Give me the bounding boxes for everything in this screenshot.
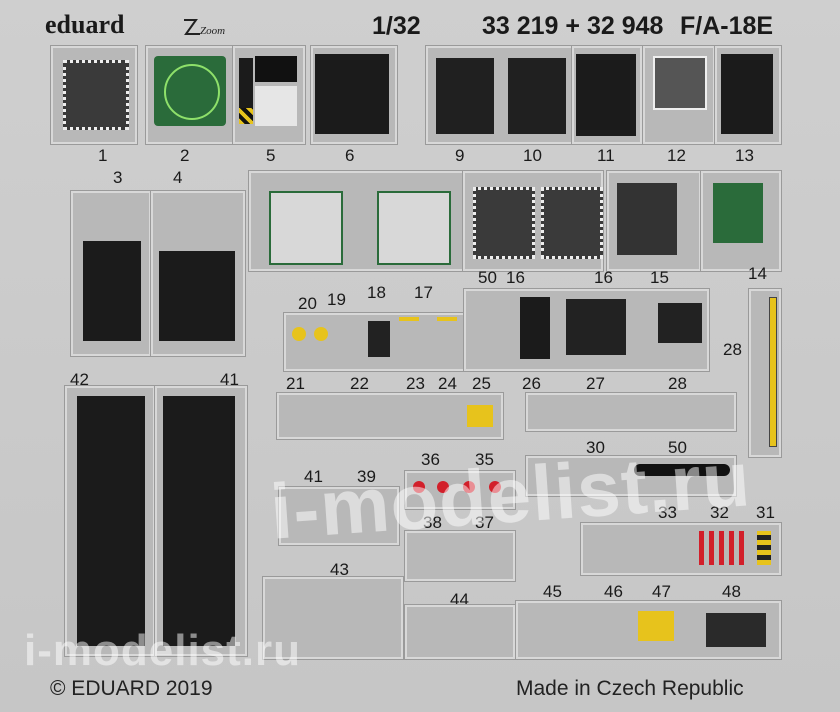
part-4-right-console [150, 190, 246, 357]
part-number-47: 47 [652, 582, 671, 601]
copyright-text: © EDUARD 2019 [50, 677, 213, 700]
part-number-1: 1 [98, 146, 108, 165]
part-14-keypad [700, 170, 782, 272]
part-5-instrument-panel [232, 45, 306, 145]
part-number-16a: 16 [506, 268, 525, 287]
part-1-mfd-frame [50, 45, 138, 145]
part-row-26-28 [525, 392, 737, 432]
part-number-26: 26 [522, 374, 541, 393]
part-number-19: 19 [327, 290, 346, 309]
part-43-frame [262, 576, 404, 660]
part-number-37: 37 [475, 513, 494, 532]
part-number-18: 18 [367, 283, 386, 302]
part-number-14: 14 [748, 264, 767, 283]
part-number-27: 27 [586, 374, 605, 393]
part-number-31: 31 [756, 503, 775, 522]
part-number-13: 13 [735, 146, 754, 165]
part-number-15: 15 [650, 268, 669, 287]
part-number-36: 36 [421, 450, 440, 469]
part-number-24: 24 [438, 374, 457, 393]
part-number-33: 33 [658, 503, 677, 522]
part-number-5: 5 [266, 146, 276, 165]
part-row-38-37 [404, 530, 516, 582]
part-number-42: 42 [70, 370, 89, 389]
part-number-28: 28 [668, 374, 687, 393]
part-number-46: 46 [604, 582, 623, 601]
part-number-23: 23 [406, 374, 425, 393]
part-number-6: 6 [345, 146, 355, 165]
part-mfd-frames-lower [462, 170, 604, 272]
part-number-30: 30 [586, 438, 605, 457]
part-11-gauge-panel [571, 45, 643, 145]
part-number-20: 20 [298, 294, 317, 313]
part-row-50-15 [463, 288, 710, 372]
part-row-21-25 [276, 392, 504, 440]
part-number-11: 11 [597, 146, 615, 165]
part-7-8-mfd-pair [248, 170, 465, 272]
part-42-left-panel [64, 385, 156, 657]
part-number-48: 48 [722, 582, 741, 601]
part-row-36-35 [404, 470, 516, 510]
scale-label: 1/32 [372, 12, 421, 40]
part-2-radar-screen [145, 45, 237, 145]
brand-logo: eduard [45, 10, 125, 39]
part-number-17: 17 [414, 283, 433, 302]
part-row-20-17 [283, 312, 470, 372]
part-number-41: 41 [220, 370, 239, 389]
origin-text: Made in Czech Republic [516, 677, 744, 700]
part-row-45-48 [515, 600, 782, 660]
part-number-4: 4 [173, 168, 183, 187]
zoom-logo-word: Zoom [200, 25, 225, 37]
part-number-45: 45 [543, 582, 562, 601]
part-number-25: 25 [472, 374, 491, 393]
set-numbers: 33 219 + 32 948 [482, 12, 664, 40]
part-13-green-display [714, 45, 782, 145]
part-number-9: 9 [455, 146, 465, 165]
part-number-16b: 16 [594, 268, 613, 287]
part-12-display [642, 45, 716, 145]
part-29-strip [748, 288, 782, 458]
watermark-bottom: i-modelist.ru [24, 626, 302, 675]
part-3-left-console [70, 190, 152, 357]
part-number-43: 43 [330, 560, 349, 579]
zoom-logo: Zoom [182, 14, 232, 38]
part-number-22: 22 [350, 374, 369, 393]
part-number-29: 28 [723, 340, 742, 359]
part-number-2: 2 [180, 146, 190, 165]
part-number-21: 21 [286, 374, 305, 393]
part-number-12: 12 [667, 146, 686, 165]
part-number-38: 38 [423, 513, 442, 532]
part-row-30-49 [525, 455, 737, 497]
part-number-3: 3 [113, 168, 123, 187]
part-15-box [606, 170, 702, 272]
part-number-10: 10 [523, 146, 542, 165]
part-number-32: 32 [710, 503, 729, 522]
aircraft-title: F/A-18E [680, 12, 774, 40]
part-9-10-panel-block [425, 45, 579, 145]
part-row-40-39 [278, 486, 400, 546]
part-row-33-31 [580, 522, 782, 576]
part-6-gauge-panel [310, 45, 398, 145]
part-number-35: 35 [475, 450, 494, 469]
part-number-50: 50 [478, 268, 497, 287]
part-number-40: 41 [304, 467, 323, 486]
part-44-frame [404, 604, 516, 660]
part-number-49: 50 [668, 438, 687, 457]
part-41-right-panel [154, 385, 248, 657]
part-number-39: 39 [357, 467, 376, 486]
